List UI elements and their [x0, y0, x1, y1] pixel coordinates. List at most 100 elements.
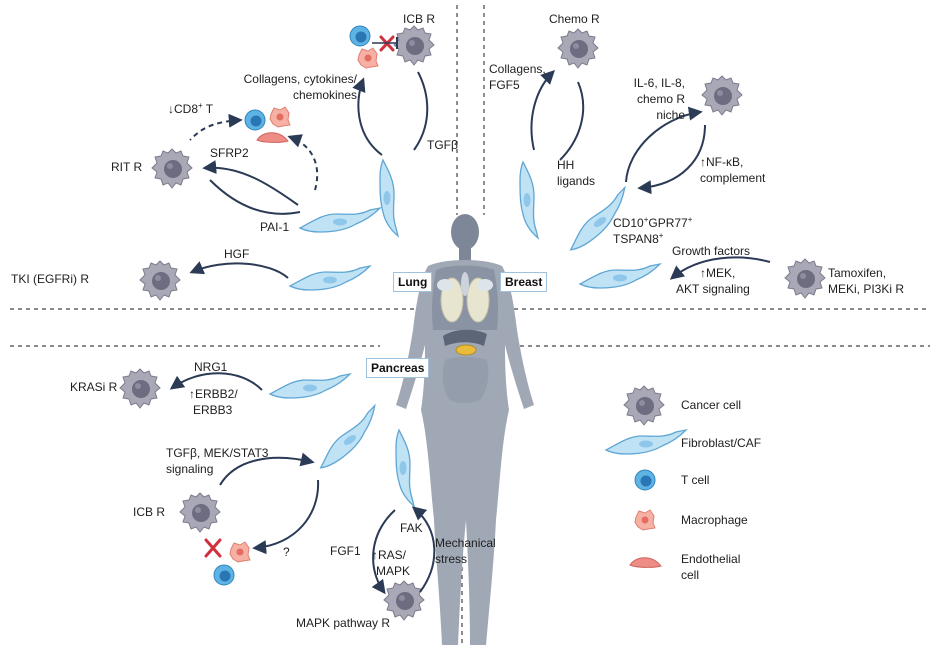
lung-hgf-label: HGF — [224, 247, 250, 261]
breast-complement-label: complement — [700, 171, 766, 185]
pancreas-mechanical-label-1: Mechanical — [435, 536, 496, 550]
legend-t-cell-icon — [634, 469, 656, 491]
pancreas-macrophage — [229, 541, 251, 563]
lung-fibroblast-bottom — [289, 265, 371, 291]
breast-fibroblast-bottom — [579, 263, 661, 289]
pancreas-nrg1-label: NRG1 — [194, 360, 228, 374]
lung-pai1-arrow — [209, 179, 301, 215]
pancreas-fak-label: FAK — [400, 521, 423, 535]
pancreas-nrg1-arrow — [169, 372, 263, 391]
pancreas-mechanical-arrow — [411, 506, 436, 593]
legend-cancer-cell-icon — [623, 385, 665, 426]
breast-markers-label: CD10+GPR77+ — [613, 215, 693, 230]
legend-fibroblast-icon — [605, 429, 687, 455]
breast-growth-label: Growth factors — [672, 244, 751, 258]
legend-endothelial-icon — [629, 557, 662, 568]
lung-fibroblast-top — [379, 159, 399, 237]
lung-hgf-arrow — [189, 261, 289, 279]
legend-t-cell-label: T cell — [681, 473, 710, 487]
lung-icb-macrophage — [357, 47, 379, 69]
pancreas-fibroblast-top — [269, 373, 351, 399]
organ-label-pancreas: Pancreas — [366, 358, 430, 378]
breast-collagens-label: Collagens, — [489, 62, 546, 76]
breast-nfkb-arrow — [637, 124, 706, 195]
legend-macrophage-label: Macrophage — [681, 513, 748, 527]
breast-chemo-cancer-cell — [557, 28, 599, 69]
breast-il-label-2: chemo R — [636, 92, 685, 106]
pancreas-erbb-label-1: ↑ERBB2/ — [189, 387, 238, 401]
pancreas-mechanical-label-2: stress — [435, 552, 468, 566]
organ-label-lung: Lung — [393, 272, 433, 292]
breast-growth-arrow — [669, 256, 771, 280]
lung-tki-label: TKI (EGFRi) R — [11, 272, 89, 286]
breast-chemo-r-label: Chemo R — [549, 12, 600, 26]
legend-fibroblast-label: Fibroblast/CAF — [681, 436, 762, 450]
organ-label-breast: Breast — [500, 272, 548, 292]
breast-mek-label: ↑MEK, — [700, 266, 736, 280]
lung-icb-cancer-cell — [393, 25, 435, 66]
pancreas-erbb-label-2: ERBB3 — [193, 403, 233, 417]
pancreas-tgfb-arrow — [219, 452, 315, 486]
lung-icb-t-cell — [349, 25, 371, 47]
lung-rit-r-label: RIT R — [111, 160, 143, 174]
lung-sfrp2-arrow — [202, 160, 299, 206]
pancreas-fgf1-label: FGF1 — [330, 544, 361, 558]
legend-endothelial-label-2: cell — [681, 568, 700, 582]
breast-il6-arrow — [625, 106, 703, 183]
breast-tspan8-label: TSPAN8+ — [613, 231, 664, 246]
lung-tki-cancer-cell — [139, 260, 181, 301]
legend-macrophage-icon — [634, 509, 656, 531]
lung-dashed-arrow-left — [189, 113, 243, 141]
lung-sfrp2-label: SFRP2 — [210, 146, 249, 160]
lung-tgfb-arrow — [413, 71, 429, 151]
lung-fibroblast-middle — [299, 207, 381, 233]
legend-cancer-cell-label: Cancer cell — [681, 398, 742, 412]
pancreas-ras-label-1: ↑RAS/ — [372, 548, 407, 562]
lung-rit-cancer-cell — [151, 148, 193, 189]
breast-il-label-1: IL-6, IL-8, — [633, 76, 685, 90]
breast-ligands-label: ligands — [557, 174, 596, 188]
breast-collagens-arrow — [530, 70, 555, 151]
breast-fgf5-label: FGF5 — [489, 78, 520, 92]
lung-collagens-arrow — [352, 77, 383, 156]
pancreas-fgf1-arrow — [371, 509, 396, 595]
breast-fibroblast-top — [519, 161, 539, 239]
pancreas-tgfb-label-2: signaling — [166, 462, 214, 476]
breast-tamoxifen-label-1: Tamoxifen, — [828, 266, 887, 280]
breast-hh-label: HH — [557, 158, 575, 172]
breast-hh-arrow — [559, 81, 585, 161]
pancreas-fibroblast-middle — [308, 404, 390, 472]
lung-icb-r-label: ICB R — [403, 12, 436, 26]
lung-collagens-label-2: chemokines — [292, 88, 357, 102]
pancreas-ras-label-2: MAPK — [376, 564, 411, 578]
lung-macrophage — [269, 106, 291, 128]
breast-nfkb-label: ↑NF-κB, — [700, 155, 744, 169]
lung-cd8-label: ↓CD8+ T — [168, 101, 214, 116]
lung-t-cell — [244, 109, 266, 131]
pancreas-question-label: ? — [283, 545, 290, 559]
pancreas-mapk-r-label: MAPK pathway R — [296, 616, 391, 630]
pancreas-icb-arrow — [252, 479, 320, 555]
human-body-figure — [396, 214, 534, 645]
pancreas-krasi-cancer-cell — [119, 368, 161, 409]
lung-tgfb-label: TGFβ — [427, 138, 458, 152]
lung-endothelial-cell — [256, 132, 289, 143]
lung-pai1-label: PAI-1 — [260, 220, 290, 234]
breast-il-label-3: niche — [656, 108, 685, 122]
pancreas-t-cell — [213, 564, 235, 586]
lung-collagens-label-1: Collagens, cytokines/ — [243, 72, 357, 86]
pancreas-block-x-icon — [204, 538, 222, 558]
legend-endothelial-label-1: Endothelial — [681, 552, 741, 566]
pancreas-mapk-cancer-cell — [383, 580, 425, 621]
lung-dashed-arrow-right — [287, 134, 319, 191]
pancreas-icb-r-label: ICB R — [133, 505, 166, 519]
pancreas-tgfb-label-1: TGFβ, MEK/STAT3 — [166, 446, 269, 460]
breast-chemo-niche-cancer-cell — [701, 75, 743, 116]
breast-akt-label: AKT signaling — [676, 282, 750, 296]
breast-tamoxifen-label-2: MEKi, PI3Ki R — [828, 282, 905, 296]
pancreas-fibroblast-bottom — [395, 429, 415, 507]
breast-tamoxifen-cancer-cell — [784, 258, 826, 299]
pancreas-icb-cancer-cell — [179, 492, 221, 533]
